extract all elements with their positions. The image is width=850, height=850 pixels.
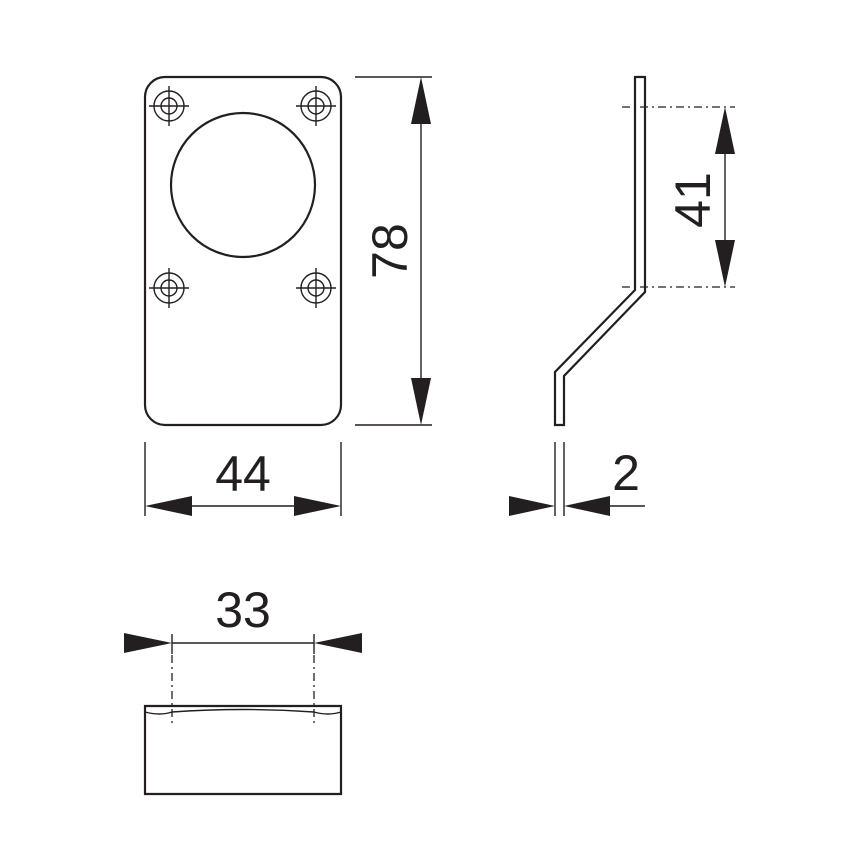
arrow-right bbox=[294, 496, 341, 516]
arrow-right bbox=[509, 496, 555, 516]
screw-hole-bottom-left bbox=[149, 268, 189, 308]
arrow-down bbox=[411, 378, 431, 425]
dimension-bend-label: 41 bbox=[665, 172, 721, 228]
cylinder-hole bbox=[169, 111, 317, 259]
arrow-left bbox=[314, 633, 362, 653]
top-view bbox=[143, 655, 343, 796]
top-view-edge bbox=[144, 708, 342, 715]
dimension-height: 78 bbox=[355, 76, 432, 426]
dimension-width: 44 bbox=[144, 442, 342, 516]
arrow-down bbox=[715, 240, 735, 287]
dimension-thickness-label: 2 bbox=[612, 445, 640, 501]
dimension-height-label: 78 bbox=[362, 223, 418, 279]
dimension-hole-spacing: 33 bbox=[124, 582, 362, 654]
arrow-up bbox=[715, 107, 735, 154]
dimension-bend: 41 bbox=[665, 107, 735, 287]
arrow-up bbox=[411, 77, 431, 124]
screw-hole-top-left bbox=[149, 86, 189, 126]
dimension-hole-spacing-label: 33 bbox=[215, 582, 271, 638]
dimension-width-label: 44 bbox=[215, 446, 271, 502]
bent-profile bbox=[553, 75, 647, 427]
dimension-thickness: 2 bbox=[509, 442, 645, 516]
side-view bbox=[553, 75, 735, 427]
arrow-left bbox=[145, 496, 192, 516]
front-view bbox=[143, 75, 343, 427]
screw-hole-bottom-right bbox=[296, 268, 336, 308]
top-view-outline bbox=[143, 704, 343, 796]
plate-outline bbox=[143, 75, 343, 427]
arrow-right bbox=[124, 633, 172, 653]
screw-hole-top-right bbox=[296, 86, 336, 126]
arrow-left bbox=[564, 496, 610, 516]
